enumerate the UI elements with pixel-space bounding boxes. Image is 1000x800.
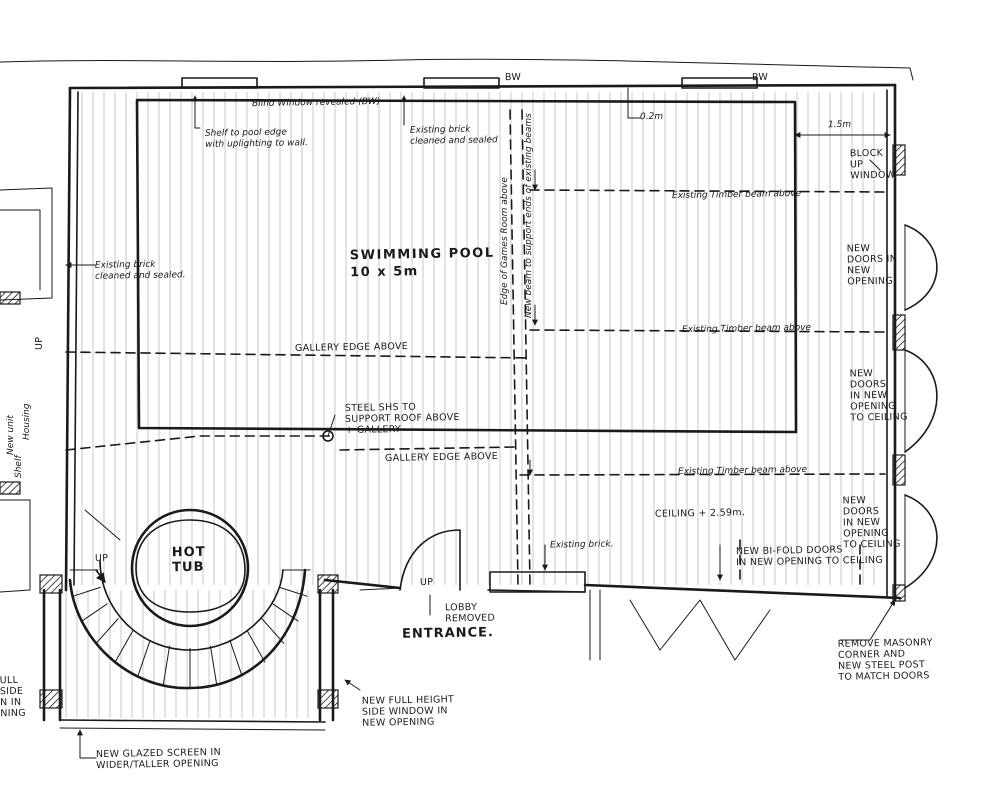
dashed-overhead-lines	[65, 109, 886, 586]
lobby-up-label: UP	[419, 576, 434, 589]
masonry-piers	[0, 144, 906, 709]
note-new-full-height: NEW FULL HEIGHT SIDE WINDOW IN NEW OPENI…	[361, 694, 455, 729]
steel-post	[322, 414, 336, 442]
hot-tub-and-stair	[68, 508, 311, 690]
stair-tread	[137, 639, 151, 677]
note-new-beam: New beam to support ends of existing bea…	[524, 113, 534, 318]
stair-tread	[95, 618, 119, 644]
stair-tread	[229, 639, 243, 677]
note-bw-2: BW	[751, 71, 769, 84]
note-block-up-window: BLOCK UP WINDOW	[849, 147, 896, 182]
blind-windows	[181, 77, 758, 89]
stair-tread	[72, 586, 101, 597]
note-existing-brick-left: Existing brick cleaned and sealed.	[94, 259, 186, 282]
entrance-label: ENTRANCE.	[401, 625, 495, 642]
stair-tread	[162, 645, 171, 686]
stair-tread	[114, 630, 134, 663]
note-remove-masonry: REMOVE MASONRY CORNER AND NEW STEEL POST…	[837, 637, 933, 683]
hot-tub-label: HOT TUB	[171, 544, 206, 576]
right-wall-doors	[904, 224, 938, 589]
note-new-unit: New unit	[6, 415, 16, 455]
stair-tread	[272, 603, 299, 622]
swimming-pool	[135, 98, 798, 434]
note-bifold-doors: NEW BI-FOLD DOORS IN NEW OPENING TO CEIL…	[735, 544, 884, 569]
note-bw-1: BW	[504, 71, 522, 84]
stair-tread	[246, 630, 266, 663]
note-steel-shs: STEEL SHS TO SUPPORT ROOF ABOVE + GALLER…	[344, 401, 460, 436]
note-dim-02: 0.2m	[639, 111, 664, 123]
note-ceiling-height: CEILING + 2.59m.	[654, 507, 746, 520]
note-shelf: Shelf to pool edge with uplighting to wa…	[204, 127, 308, 150]
note-beam-3: Existing Timber beam above	[677, 464, 808, 478]
note-left-edge-fragment: ULL SIDE N IN NING	[0, 674, 26, 720]
note-dim-15: 1.5m	[827, 119, 852, 131]
note-shelf-left: Shelf	[14, 455, 24, 478]
note-new-doors-1: NEW DOORS IN NEW OPENING	[846, 243, 898, 288]
note-existing-brick-mid: Existing brick.	[549, 539, 614, 551]
stair-tread	[209, 645, 218, 686]
left-up-label: UP	[34, 336, 45, 350]
note-beam-1: Existing Timber beam above	[671, 188, 802, 202]
note-housing: Housing	[22, 403, 32, 440]
note-lobby-removed: LOBBY REMOVED	[444, 601, 496, 625]
bifold-doors	[359, 529, 771, 661]
stair-tread	[81, 603, 108, 622]
stair-tread	[261, 618, 285, 644]
note-new-doors-2: NEW DOORS IN NEW OPENING TO CEILING	[849, 368, 908, 424]
note-new-glazed-screen: NEW GLAZED SCREEN IN WIDER/TALLER OPENIN…	[95, 746, 222, 772]
pool-title: SWIMMING POOL 10 x 5m	[349, 245, 495, 281]
note-new-doors-3: NEW DOORS IN NEW OPENING TO CEILING	[842, 495, 901, 551]
note-gallery-edge-1: GALLERY EDGE ABOVE	[294, 341, 409, 354]
note-edge-games-room: Edge of Games Room above	[500, 177, 510, 305]
note-existing-brick-top: Existing brick cleaned and sealed	[409, 124, 498, 147]
stair-up-label: UP	[94, 552, 109, 565]
stair-tread	[279, 586, 308, 597]
leader-lines	[65, 87, 896, 759]
note-blind-window: Blind Window revealed (BW)	[251, 96, 381, 110]
floorboard-lines	[65, 92, 875, 718]
note-beam-2: Existing Timber beam above	[681, 322, 812, 336]
note-gallery-edge-2: GALLERY EDGE ABOVE	[384, 451, 499, 464]
